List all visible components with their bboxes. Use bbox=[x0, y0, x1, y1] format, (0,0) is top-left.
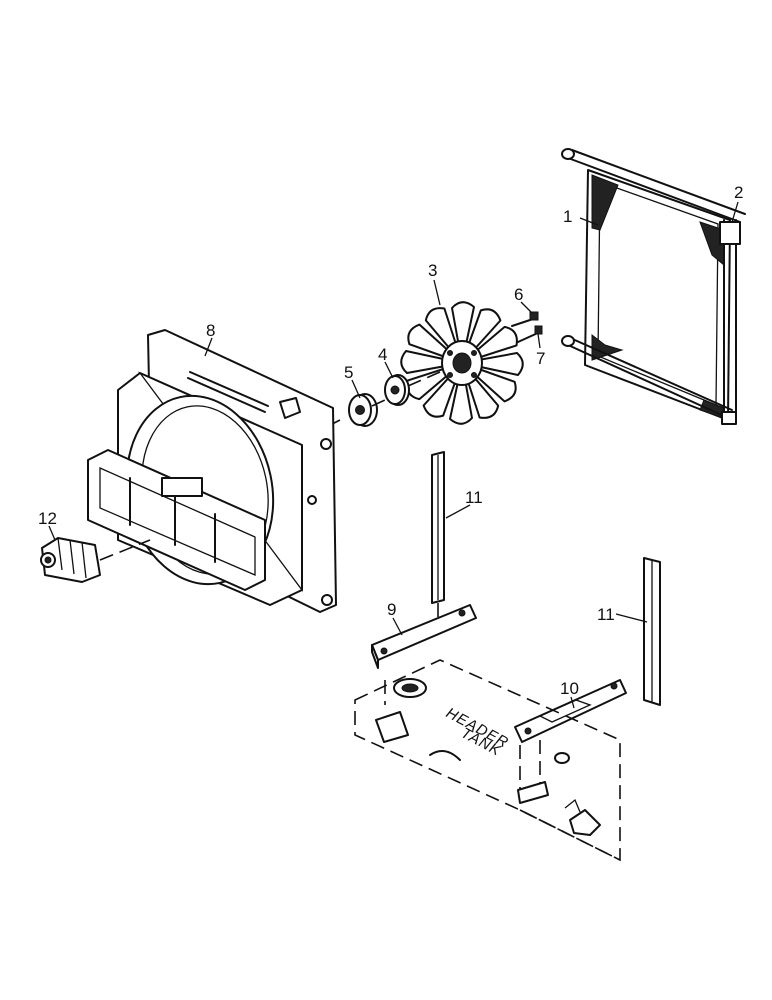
callout-leaders bbox=[48, 201, 739, 709]
fan-bolts bbox=[511, 311, 543, 343]
callout-9: 9 bbox=[387, 600, 396, 619]
spacer-plate-5 bbox=[348, 393, 378, 427]
support-bar-right bbox=[643, 557, 661, 706]
mounting-bracket-9 bbox=[371, 604, 477, 669]
callout-10: 10 bbox=[560, 679, 579, 698]
header-tank-outline bbox=[354, 659, 621, 862]
callout-7: 7 bbox=[536, 349, 545, 368]
spacer-plate-4 bbox=[384, 374, 410, 406]
fan-shroud bbox=[87, 329, 337, 613]
callout-4: 4 bbox=[378, 345, 387, 364]
callout-8: 8 bbox=[206, 321, 215, 340]
mounting-bracket-10 bbox=[514, 679, 627, 743]
callout-1: 1 bbox=[563, 207, 572, 226]
callout-2: 2 bbox=[734, 183, 743, 202]
hydraulic-pump bbox=[40, 537, 151, 583]
callout-5: 5 bbox=[344, 363, 353, 382]
fan-blade-assembly bbox=[400, 301, 524, 425]
support-bar-left bbox=[431, 451, 445, 620]
callout-12: 12 bbox=[38, 509, 57, 528]
callout-labels: 1 2 3 4 5 6 7 8 9 10 11 11 12 bbox=[38, 183, 743, 698]
callout-11-right: 11 bbox=[597, 605, 615, 624]
callout-3: 3 bbox=[428, 261, 437, 280]
callout-6: 6 bbox=[514, 285, 523, 304]
radiator-core bbox=[561, 148, 746, 425]
callout-11-left: 11 bbox=[465, 488, 483, 507]
